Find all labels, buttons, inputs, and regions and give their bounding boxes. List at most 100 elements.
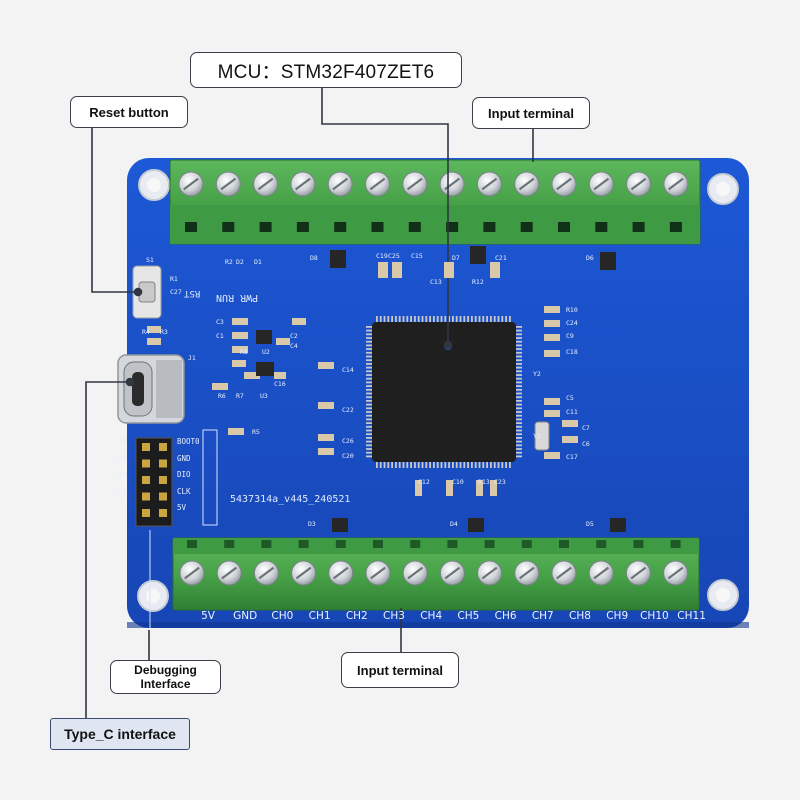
smd-component [232, 332, 248, 339]
top-terminal-block [169, 159, 701, 245]
terminal-wire-hole [187, 540, 197, 548]
mcu-pin [366, 351, 372, 354]
mcu-pin [440, 462, 443, 468]
terminal-wire-hole [521, 540, 532, 548]
mcu-pin [516, 433, 522, 436]
mcu-pin [366, 444, 372, 447]
mcu-pin [421, 462, 424, 468]
terminal-screw-bottom [625, 560, 651, 586]
smd-component [544, 350, 560, 357]
mcu-pin [366, 433, 372, 436]
mcu-pin [366, 374, 372, 376]
mcu-pin [516, 392, 522, 395]
mcu-pin [366, 448, 372, 450]
mcu-pin [505, 462, 507, 468]
mounting-hole-bottom-left [137, 580, 169, 612]
mounting-hole-top-right [707, 173, 739, 205]
mcu-pin [410, 462, 412, 468]
silkscreen-outlines [149, 429, 218, 628]
mcu-pin [516, 374, 522, 376]
mcu-pin [417, 316, 420, 322]
mcu-pin [516, 381, 522, 384]
terminal-screw-bottom [253, 560, 279, 586]
mcu-pin [366, 340, 372, 343]
header-pin [159, 443, 167, 451]
mcu-pin [366, 385, 372, 387]
mcu-pin [493, 316, 496, 322]
terminal-screw-top [402, 171, 428, 197]
terminal-screw-bottom [439, 560, 465, 586]
debug-pin-label: CLK [177, 486, 191, 496]
terminal-screw-top [439, 171, 465, 197]
bottom-pin-label: CH11 [677, 610, 706, 622]
mcu-pin [516, 329, 522, 332]
bottom-pin-label: CH3 [383, 610, 405, 622]
usb-type-c-port [117, 354, 185, 424]
terminal-screw-top [626, 171, 652, 197]
terminal-screw-top [253, 171, 279, 197]
mcu-pin [455, 462, 458, 468]
mcu-pin [376, 462, 378, 468]
mcu-pin [516, 326, 522, 328]
terminal-wire-hole [298, 540, 309, 548]
terminal-wire-hole [371, 222, 384, 232]
mcu-pin [459, 462, 462, 468]
header-pin [142, 476, 150, 484]
mcu-pin [366, 337, 372, 339]
mcu-pin [366, 437, 372, 439]
smd-component [292, 318, 306, 325]
smd-component [318, 402, 334, 409]
mcu-pin [379, 316, 382, 322]
debug-pin-label: TX [118, 471, 128, 480]
mcu-pin [516, 403, 522, 406]
smd-component [544, 334, 560, 341]
mounting-hole-top-left [138, 169, 170, 201]
terminal-wire-hole [408, 222, 421, 232]
smd-component [274, 372, 286, 379]
mcu-pin [516, 444, 522, 447]
terminal-wire-hole [559, 540, 569, 548]
mcu-pin [387, 316, 390, 322]
mcu-pin [366, 363, 372, 365]
terminal-screw-top [290, 171, 316, 197]
debug-pin-label: 3V [118, 437, 128, 446]
mcu-pin [516, 351, 522, 354]
terminal-wire-hole [632, 222, 645, 232]
smd-ic [256, 362, 274, 376]
smd-component [415, 480, 422, 496]
bottom-pin-label: CH2 [345, 610, 368, 622]
terminal-screw-top [365, 171, 390, 197]
mcu-pin [516, 348, 522, 350]
mcu-callout: MCU：STM32F407ZET6 [190, 52, 462, 88]
input-terminal-bottom-callout: Input terminal [341, 652, 459, 688]
mcu-pin [505, 316, 507, 322]
crystal [534, 421, 550, 451]
bottom-pin-label: CH4 [420, 610, 443, 622]
mcu-pin [425, 316, 428, 322]
smd-component [212, 383, 228, 390]
terminal-screw-bottom [663, 560, 689, 586]
mcu-pin [406, 316, 409, 322]
smd-ic [332, 518, 348, 532]
mcu-pin [516, 455, 522, 458]
mcu-pin [391, 316, 393, 322]
mcu-pin [387, 462, 390, 468]
mcu-pin [366, 355, 372, 358]
smd-component [378, 262, 388, 278]
terminal-screw-bottom [477, 560, 503, 586]
smd-ic [468, 518, 484, 532]
terminal-wire-hole [410, 540, 421, 548]
mcu-pin [383, 462, 386, 468]
terminal-wire-hole [669, 222, 682, 232]
header-pin [159, 492, 167, 501]
mcu-pin [452, 316, 454, 322]
mcu-pin [490, 462, 492, 468]
debug-pin-label: BOOT0 [177, 437, 200, 446]
rst-label: RST [184, 288, 201, 298]
debugging-interface-callout: Debugging Interface [110, 660, 221, 694]
mcu-pin [366, 381, 372, 384]
mcu-pin [433, 316, 435, 322]
header-pin [142, 509, 150, 517]
terminal-screw-bottom [514, 560, 540, 586]
